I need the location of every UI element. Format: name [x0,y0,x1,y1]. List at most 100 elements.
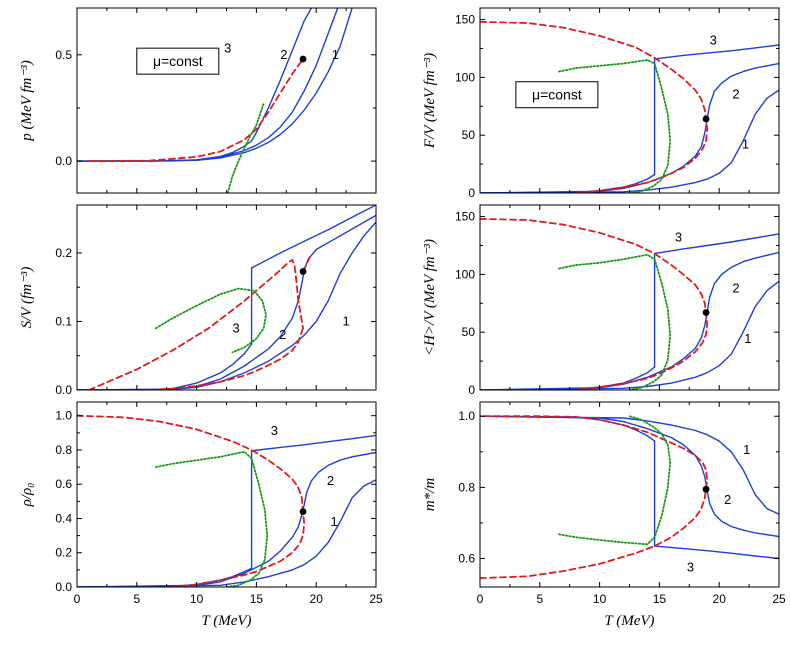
rho-ytick-label: 0.0 [55,580,72,594]
mstar-series-stable-1 [480,415,656,442]
mstar-xtick-label: 0 [477,592,484,606]
HV-ytick-label: 100 [455,267,475,281]
rho-curve-label-3: 3 [271,423,278,438]
FV-series-spinodal-6 [558,59,672,193]
FV-series-stable-1 [480,173,656,193]
mstar-xtick-label: 10 [593,592,607,606]
FV-ytick-label: 150 [455,13,475,27]
rho-xtick-label: 15 [250,592,264,606]
SV-series-stable-4 [77,221,376,390]
mstar-xtick-label: 5 [536,592,543,606]
FV-y-axis-label: F/V (MeV fm⁻³) [422,53,438,149]
p-note-box [136,47,220,75]
SV-y-axis-label: S/V (fm⁻³) [19,267,35,329]
rho-xtick-label: 20 [310,592,324,606]
SV-series-stable-3 [77,214,376,390]
mstar-ytick-label: 0.6 [458,552,475,566]
p-note-text: μ=const [153,53,203,69]
FV-series-stable-0 [653,44,779,60]
FV-series-stable-3 [480,62,779,193]
HV-frame [479,204,780,391]
rho-ytick-label: 0.6 [55,477,72,491]
p-y-axis-label: p (MeV fm⁻³) [19,60,35,141]
HV-series-stable-0 [653,233,779,255]
FV-curve-label-3: 3 [710,32,717,47]
HV-series-stable-4 [480,280,779,390]
FV-note-text: μ=const [532,87,582,103]
HV-curve-label-1: 1 [744,331,751,346]
p-series-spinodal-4 [226,102,265,193]
SV-frame [76,204,377,391]
p-curve-label-2: 2 [280,47,287,62]
rho-curve-label-2: 2 [327,473,334,488]
SV-curve-label-3: 3 [232,320,239,335]
mstar-series-unstable-5 [480,415,709,579]
SV-critical-point [299,268,307,275]
HV-series-unstable-5 [480,217,709,390]
p-critical-point [299,55,307,63]
SV-series-unstable-5 [88,258,304,390]
HV-ytick-label: 150 [455,210,475,224]
mstar-critical-point [702,485,710,493]
mstar-curve-label-2: 2 [724,492,731,507]
rho-frame [76,401,377,588]
HV-ytick-label: 50 [462,325,476,339]
rho-xtick-label: 5 [133,592,140,606]
p-ytick-label: 0.5 [55,48,72,62]
mstar-xtick-label: 15 [653,592,667,606]
mstar-curve-label-1: 1 [743,442,750,457]
FV-ytick-label: 0 [468,186,475,200]
mstar-xtick-label: 20 [713,592,727,606]
p-ytick-label: 0.0 [55,154,72,168]
HV-series-stable-1 [480,366,656,390]
mstar-series-spinodal-6 [558,415,672,546]
FV-ytick-label: 100 [455,70,475,84]
rho-ytick-label: 1.0 [55,409,72,423]
p-curve-label-1: 1 [332,47,339,62]
rho-series-stable-0 [250,434,376,452]
p-series-stable-2 [77,8,313,162]
FV-note-box [515,81,599,109]
mstar-series-stable-0 [653,545,779,560]
SV-series-spinodal-8 [154,287,267,354]
rho-series-spinodal-6 [154,450,269,587]
HV-series-spinodal-6 [558,253,672,390]
SV-ytick-label: 0.2 [55,246,72,260]
panel-p: 0.0 0.5 p (MeV fm⁻³) 1 2 3 μ=const [19,7,377,194]
HV-curve-label-3: 3 [675,229,682,244]
rho-series-unstable-5 [77,414,306,587]
panel-SV: 0.0 0.1 0.2S/V (fm⁻³) 1 2 3 [19,204,377,397]
rho-ytick-label: 0.8 [55,443,72,457]
mstar-frame [479,401,780,588]
mstar-y-axis-label: m*/m [422,478,438,512]
rho-critical-point [299,508,307,516]
HV-series-stable-3 [480,251,779,390]
SV-ytick-label: 0.0 [55,383,72,397]
SV-curve-label-2: 2 [279,327,286,342]
FV-critical-point [702,115,710,123]
p-series-stable-0 [77,8,353,162]
HV-y-axis-label: <H>/V (MeV fm⁻³) [422,239,438,356]
rho-xtick-label: 10 [190,592,204,606]
mstar-ytick-label: 1.0 [458,409,475,423]
p-frame [76,7,377,194]
mstar-x-axis-label: T (MeV) [604,613,654,629]
rho-xtick-label: 25 [369,592,383,606]
FV-curve-label-2: 2 [732,87,739,102]
p-curve-label-3: 3 [224,40,231,55]
mstar-series-stable-4 [480,415,779,515]
rho-x-axis-label: T (MeV) [201,613,251,629]
rho-xtick-label: 0 [74,592,81,606]
FV-ytick-label: 50 [462,128,476,142]
SV-curve-label-1: 1 [342,313,349,328]
rho-curve-label-1: 1 [331,514,338,529]
mstar-curve-label-3: 3 [687,559,694,574]
SV-ytick-label: 0.1 [55,314,72,328]
HV-critical-point [702,309,710,316]
